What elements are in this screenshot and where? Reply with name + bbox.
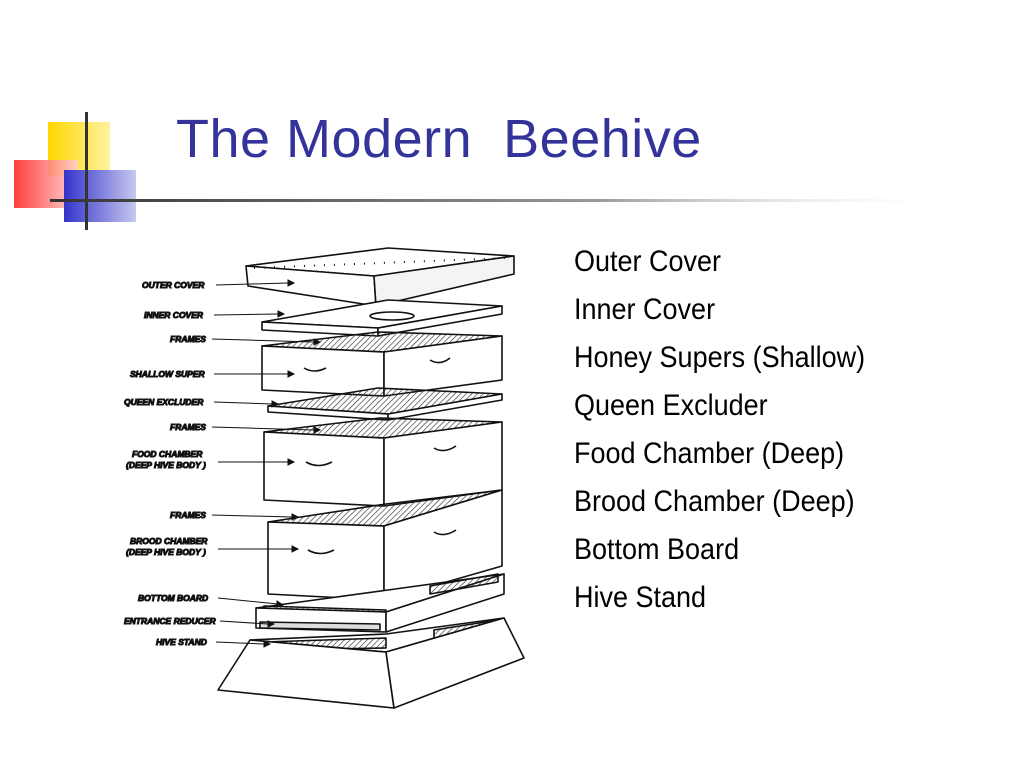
slide-title: The Modern Beehive: [176, 109, 702, 169]
callout-brood-chamber: BROOD CHAMBER: [130, 536, 208, 546]
slide-decoration: [14, 112, 960, 230]
callout-hive-stand: HIVE STAND: [156, 637, 207, 647]
shallow-super-drawing: [261, 331, 503, 397]
callout-shallow-super: SHALLOW SUPER: [130, 369, 205, 379]
callout-bottom-board: BOTTOM BOARD: [138, 593, 208, 603]
inner-cover-drawing: [261, 299, 503, 337]
diagram-callouts: OUTER COVER INNER COVER FRAMES SHALLOW S…: [124, 279, 322, 648]
deco-horizontal-line: [50, 199, 960, 202]
outer-cover-drawing: [245, 247, 515, 307]
parts-list-item: Outer Cover: [574, 245, 722, 278]
callout-food-chamber-sub: (DEEP HIVE BODY ): [126, 460, 206, 470]
parts-list-item: Bottom Board: [574, 533, 740, 566]
callout-frames-2: FRAMES: [170, 422, 206, 432]
parts-list-item: Brood Chamber (Deep): [574, 485, 855, 518]
queen-excluder-drawing: [267, 387, 503, 421]
callout-frames-1: FRAMES: [170, 334, 206, 344]
parts-list-item: Queen Excluder: [574, 389, 768, 422]
callout-inner-cover: INNER COVER: [144, 310, 204, 320]
brood-chamber-drawing: [267, 489, 503, 601]
callout-outer-cover: OUTER COVER: [142, 280, 205, 290]
parts-list-item: Hive Stand: [574, 581, 707, 614]
bottom-board-drawing: [255, 573, 505, 633]
food-chamber-drawing: [263, 417, 503, 507]
parts-list: Outer Cover Inner Cover Honey Supers (Sh…: [574, 242, 865, 626]
deco-blue-square: [64, 170, 136, 222]
callout-entrance-reducer: ENTRANCE REDUCER: [124, 616, 216, 626]
hive-stand-drawing: [217, 617, 525, 709]
callout-food-chamber: FOOD CHAMBER: [132, 449, 203, 459]
callout-brood-chamber-sub: (DEEP HIVE BODY ): [126, 547, 206, 557]
callout-frames-3: FRAMES: [170, 510, 206, 520]
parts-list-item: Food Chamber (Deep): [574, 437, 845, 470]
parts-list-item: Honey Supers (Shallow): [574, 341, 866, 374]
beehive-diagram: OUTER COVER INNER COVER FRAMES SHALLOW S…: [124, 247, 525, 709]
callout-queen-excluder: QUEEN EXCLUDER: [124, 397, 204, 407]
deco-vertical-line: [85, 112, 88, 230]
parts-list-item: Inner Cover: [574, 293, 716, 326]
